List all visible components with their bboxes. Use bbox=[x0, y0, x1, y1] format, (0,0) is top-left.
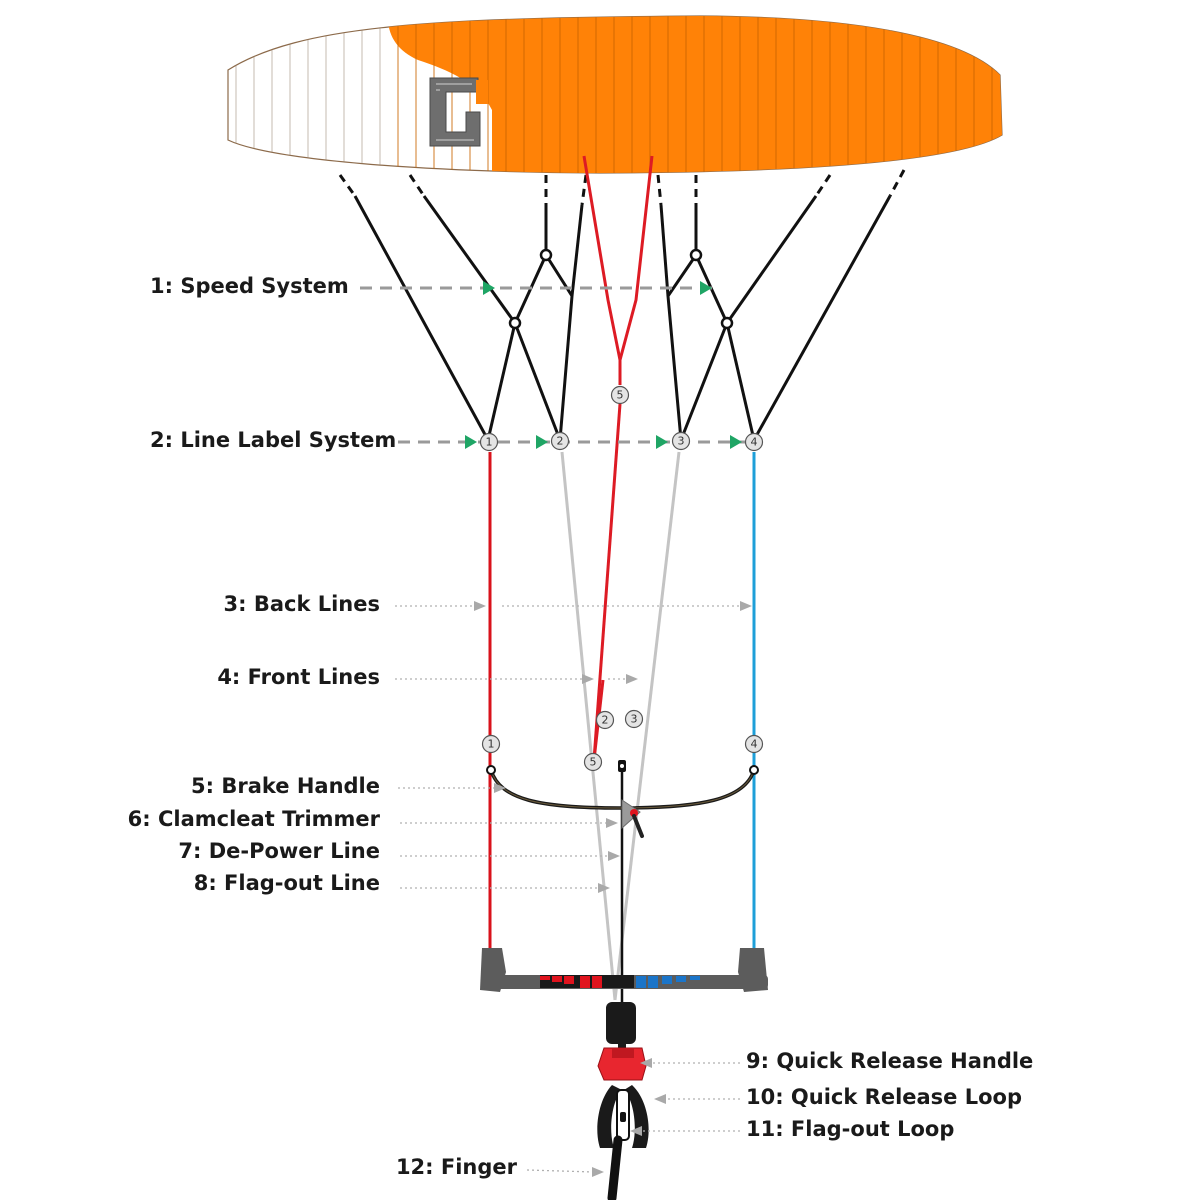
marker-lower-4: 4 bbox=[744, 734, 764, 754]
label-quick-release-loop: 10: Quick Release Loop bbox=[746, 1085, 1022, 1109]
brand-logo-icon bbox=[429, 77, 488, 147]
svg-text:4: 4 bbox=[751, 436, 758, 449]
svg-text:3: 3 bbox=[631, 713, 638, 726]
canopy-ribs bbox=[397, 16, 993, 173]
label-line-label-system: 2: Line Label System bbox=[150, 428, 396, 452]
label-finger: 12: Finger bbox=[396, 1155, 518, 1179]
marker-lower-3: 3 bbox=[624, 709, 644, 729]
label-speed-system: 1: Speed System bbox=[150, 274, 349, 298]
marker-upper-3: 3 bbox=[671, 431, 691, 451]
label-back-lines: 3: Back Lines bbox=[224, 592, 381, 616]
bridle-lines bbox=[338, 169, 906, 441]
svg-text:2: 2 bbox=[602, 714, 609, 727]
canopy bbox=[227, 15, 1003, 174]
svg-text:2: 2 bbox=[557, 435, 564, 448]
flying-lines bbox=[488, 451, 756, 1001]
label-clamcleat-trimmer: 6: Clamcleat Trimmer bbox=[128, 807, 381, 831]
front-line-left bbox=[560, 451, 617, 1001]
marker-lower-5: 5 bbox=[583, 752, 603, 772]
front-line-right bbox=[613, 451, 681, 1001]
marker-upper-4: 4 bbox=[744, 432, 764, 452]
triangle-arrow-icon bbox=[483, 281, 495, 295]
label-flagout-line: 8: Flag-out Line bbox=[194, 871, 380, 895]
callout-arrowheads bbox=[474, 601, 752, 1177]
speed-system-callout bbox=[360, 281, 712, 295]
marker-upper-2: 2 bbox=[550, 431, 570, 451]
label-quick-release-handle: 9: Quick Release Handle bbox=[746, 1049, 1033, 1073]
label-depower-line: 7: De-Power Line bbox=[178, 839, 380, 863]
clamcleat-trimmer-icon bbox=[621, 799, 644, 838]
marker-lower-1: 1 bbox=[481, 734, 501, 754]
line-markers: 1 2 3 4 5 1 4 2 bbox=[479, 385, 764, 772]
quick-release-icon bbox=[597, 1002, 649, 1200]
label-flagout-loop: 11: Flag-out Loop bbox=[746, 1117, 954, 1141]
svg-text:4: 4 bbox=[751, 738, 758, 751]
label-front-lines: 4: Front Lines bbox=[217, 665, 380, 689]
brake-handle-bridle bbox=[486, 765, 759, 810]
svg-text:3: 3 bbox=[678, 435, 685, 448]
bridle-pulleys bbox=[508, 248, 734, 330]
canopy-orange-fill bbox=[387, 16, 1002, 173]
svg-text:1: 1 bbox=[488, 738, 495, 751]
brake-line-upper bbox=[582, 155, 654, 761]
svg-text:5: 5 bbox=[617, 389, 624, 402]
control-bar bbox=[480, 948, 768, 992]
svg-text:1: 1 bbox=[486, 436, 493, 449]
callout-leaders bbox=[395, 605, 742, 1173]
label-brake-handle: 5: Brake Handle bbox=[191, 774, 380, 798]
labels: 1: Speed System 2: Line Label System 3: … bbox=[128, 274, 1034, 1179]
marker-lower-2: 2 bbox=[595, 710, 615, 730]
svg-text:5: 5 bbox=[590, 756, 597, 769]
marker-brake-upper: 5 bbox=[610, 385, 630, 405]
line-label-callout bbox=[398, 435, 745, 449]
marker-upper-1: 1 bbox=[479, 432, 499, 452]
